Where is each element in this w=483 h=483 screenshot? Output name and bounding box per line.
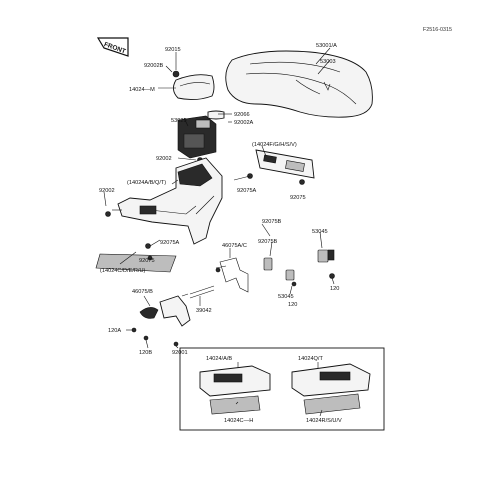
leader-lines [103,47,335,417]
bracket-46075ac [215,257,249,293]
label-92002-left: 92002 [99,188,115,194]
label-53001a: 53001/A [316,43,337,49]
inset-box [179,347,385,431]
label-120-2: 120 [288,302,297,308]
diagram-code: F2516-0315 [423,27,452,33]
label-53029: 53029 [171,118,187,124]
label-53045-1: 53045 [312,229,328,235]
label-14024cdeu: (14024C/D/E/R/U) [100,268,146,274]
label-14024fgh: (14024F/G/H/S/V) [252,142,297,148]
label-92002b: 92002B [144,63,164,69]
front-arrow-icon: FRONT [96,37,129,57]
latch-bracket-46075b [131,295,191,347]
clips-right [263,249,335,287]
label-92075b-2: 92075B [258,239,278,245]
label-92001: 92001 [172,350,188,356]
label-92066: 92066 [234,112,250,118]
seat-cowl-cap [172,70,215,101]
label-120-1: 120 [330,286,339,292]
label-92075a-2: 92075A [160,240,180,246]
label-92002-top: 92002 [156,156,172,162]
label-14024qt: 14024Q/T [298,356,323,362]
label-92075a-1: 92075A [237,188,257,194]
label-92015: 92015 [165,47,181,53]
label-120b: 120B [139,350,152,356]
label-92075b-1: 92075B [262,219,282,225]
label-46075b: 46075/B [132,289,153,295]
label-92002a: 92002A [234,120,254,126]
label-53003: 53003 [320,59,336,65]
label-92075-2: 92075 [139,258,155,264]
shaft-39042 [181,285,215,299]
label-53045-2: 53045 [278,294,294,300]
label-14024abqt: (14024A/B/Q/T) [127,180,166,186]
label-14024ab: 14024/A/B [206,356,232,362]
inset-cover-left [199,365,271,415]
seat-cowl [105,157,223,245]
label-14024rsuv: 14024R/S/U/V [306,418,342,424]
label-92075-1: 92075 [290,195,306,201]
bracket-53029 [177,110,225,163]
label-39042: 39042 [196,308,212,314]
side-cover-left [95,243,177,273]
inset-cover-right [291,363,371,415]
label-46075ac: 46075A/C [222,243,247,249]
label-14024c-h: 14024C—H [224,418,253,424]
grab-bracket-right [247,149,315,185]
seat [225,50,373,118]
label-120a: 120A [108,328,121,334]
label-14024-m: 14024—M [129,87,155,93]
